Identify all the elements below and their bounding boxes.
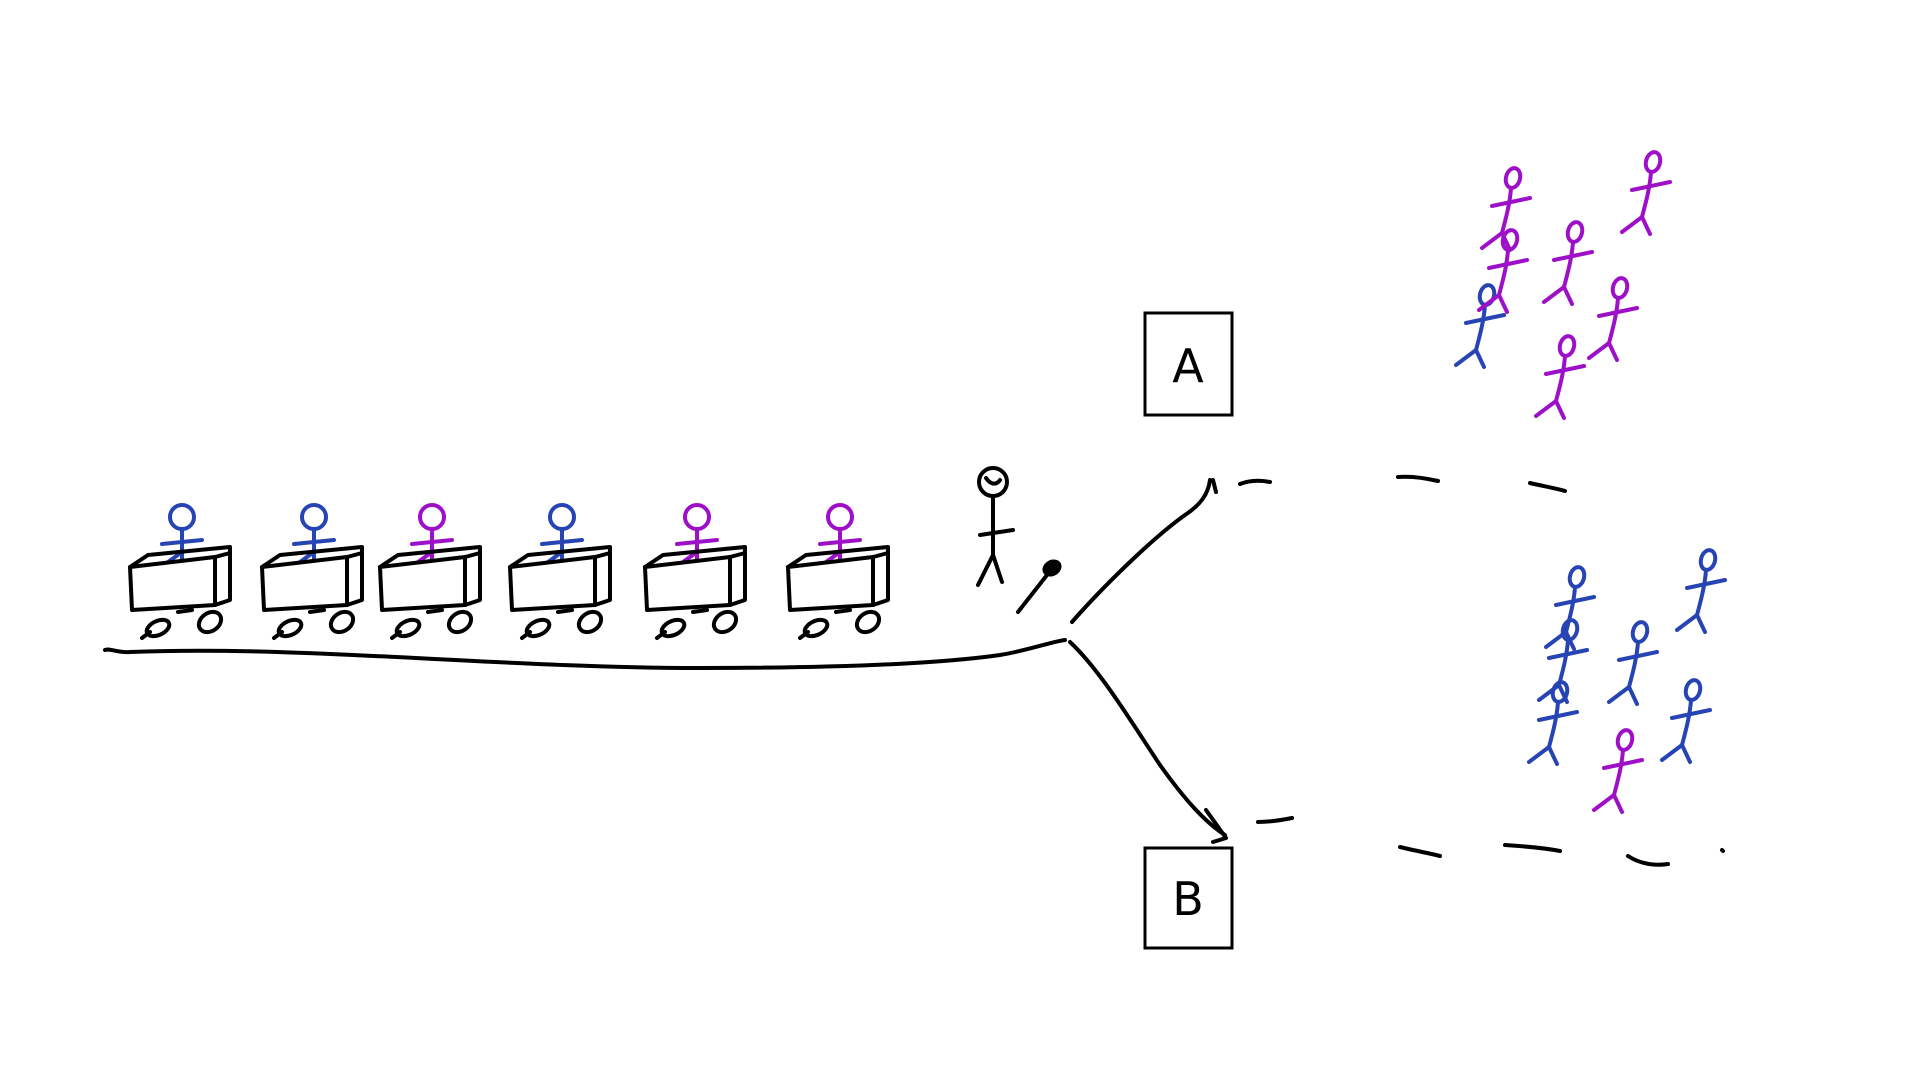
track-switch-lever-icon [1016, 559, 1062, 614]
person [1587, 276, 1639, 362]
cart-rider-purple [818, 503, 862, 564]
person [1542, 220, 1594, 306]
person [1477, 228, 1529, 314]
cart-body [378, 545, 482, 640]
group-b-people [1527, 548, 1727, 814]
box-a-label: A [1172, 339, 1204, 393]
arrow-head-b [1204, 808, 1228, 844]
cart-body [786, 545, 890, 640]
person [1537, 618, 1589, 704]
cart [786, 503, 890, 640]
group-a-people [1454, 150, 1672, 420]
cart-body [508, 545, 612, 640]
dashed-track-b [1256, 816, 1725, 867]
box-a: A [1143, 311, 1234, 417]
box-b: B [1143, 846, 1234, 950]
cart-rider-blue [292, 503, 336, 564]
cart [260, 503, 364, 640]
person [1534, 334, 1586, 420]
trolley-carts [128, 503, 890, 640]
cart-body [643, 545, 747, 640]
stick-figure-icon [976, 466, 1015, 587]
person [1592, 728, 1644, 814]
person [1620, 150, 1672, 236]
person [1607, 620, 1659, 706]
person [1480, 166, 1532, 252]
track-branch-b [1068, 640, 1227, 837]
cart [508, 503, 612, 640]
cart [128, 503, 232, 640]
person [1660, 678, 1712, 764]
cart-body [260, 545, 364, 640]
person [1675, 548, 1727, 634]
box-b-label: B [1172, 872, 1204, 926]
person [1527, 680, 1579, 766]
main-track [103, 638, 1067, 670]
track-branch-a [1070, 478, 1212, 624]
dashed-track-a [1211, 474, 1567, 494]
cart [643, 503, 747, 640]
cart [378, 503, 482, 640]
cart-body [128, 545, 232, 640]
person [1544, 565, 1596, 651]
